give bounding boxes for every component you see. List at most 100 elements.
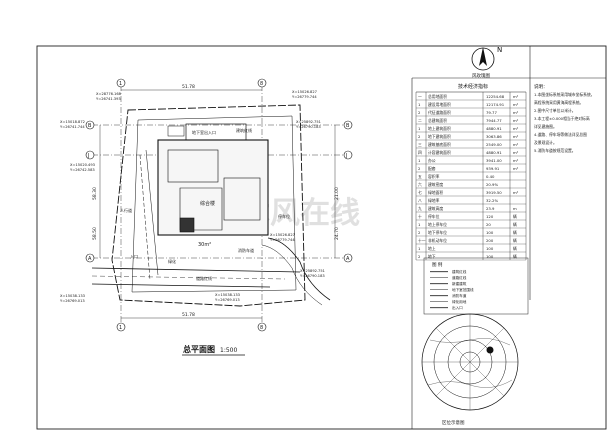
legend-item: 绿化用地 — [452, 299, 467, 304]
table-cell-no: 1 — [418, 158, 421, 163]
table-cell-value: 79.77 — [486, 110, 497, 115]
dim-bottom-text: 51.78 — [182, 312, 195, 318]
table-cell-value: 23.9 — [486, 206, 495, 211]
table-cell-no: 六 — [418, 182, 422, 187]
table-cell-unit: 辆 — [513, 246, 517, 251]
coord-7y: Y=26779.744 — [270, 238, 295, 242]
table-cell-unit: m² — [513, 134, 519, 139]
label-area: 30m² — [198, 242, 211, 248]
table-cell-unit: m² — [513, 102, 519, 107]
table-cell-no: 十一 — [418, 238, 426, 243]
table-cell-unit: 辆 — [513, 222, 517, 227]
notes-block: 1.本图坐标系统采用城市坐标系统，高程系统采用黄海高程系统。2.图中尺寸单位以米… — [534, 92, 595, 153]
table-cell-no: 三 — [418, 142, 422, 147]
north-arrow-icon — [471, 47, 495, 71]
coord-3x: X=15020.493 — [70, 163, 95, 167]
table-cell-name: 地上 — [428, 246, 436, 251]
table-cell-name: 建筑基底面积 — [428, 142, 451, 147]
coord-8x: X=25892.751 — [300, 269, 325, 273]
dim-right-text-2: 24.70 — [334, 227, 340, 240]
coord-5y: Y=26779.744 — [292, 95, 317, 99]
note-line: 3.本工程±0.000相当于绝对标高 — [534, 116, 590, 121]
legend-title: 图 例 — [432, 261, 443, 268]
table-cell-no: 2 — [418, 110, 421, 115]
note-line: 1.本图坐标系统采用城市坐标系统， — [534, 92, 595, 97]
coord-5x: X=15026.827 — [292, 90, 317, 94]
coord-4x: X=15038.133 — [60, 294, 85, 298]
table-cell-no: 1 — [418, 246, 421, 251]
label-upper-annex: 地下室出入口 — [192, 129, 216, 135]
table-cell-no: 八 — [418, 198, 422, 203]
building-wing — [223, 177, 261, 221]
road-bottom-edge — [91, 267, 301, 273]
legend-item: 道路红线 — [452, 275, 467, 280]
table-cell-name: 总建筑面积 — [428, 118, 447, 123]
site-location-marker-icon — [486, 346, 494, 354]
drawing-title: 总平面图 — [183, 344, 215, 354]
table-cell-name: 建设用地面积 — [428, 102, 451, 107]
table-cell-unit: 辆 — [513, 214, 517, 219]
main-building — [157, 139, 269, 236]
table-cell-value: 100 — [486, 230, 494, 235]
axis-label-right-j: J — [345, 153, 347, 159]
table-cell-no: 2 — [418, 134, 421, 139]
table-cell-no: 1 — [418, 222, 421, 227]
note-line: 高程系统采用黄海高程系统。 — [534, 100, 583, 105]
coord-2y: Y=26741.744 — [60, 125, 85, 129]
coord-1x: X=28776.168 — [96, 92, 122, 96]
label-green: 绿化 — [168, 258, 176, 264]
stair-core — [179, 217, 195, 233]
coord-6y: Y=26790.183 — [296, 125, 321, 129]
table-cell-no: 五 — [418, 174, 422, 179]
table-cell-name: 地上停车位 — [428, 222, 447, 227]
label-parking: 停车位 — [278, 213, 290, 219]
table-cell-unit: m — [513, 206, 517, 211]
table-cell-name: 建筑密度 — [428, 182, 443, 187]
table-cell-value: 100 — [486, 246, 494, 251]
table-cell-name: 停车位 — [428, 214, 440, 219]
table-cell-unit: m² — [513, 118, 519, 123]
table-cell-no: 1 — [418, 102, 421, 107]
table-cell-value: 3941.00 — [486, 158, 502, 163]
table-cell-value: 939.91 — [486, 166, 500, 171]
coord-2x: X=15018.872 — [60, 120, 85, 124]
dim-left-text: 58.30 — [92, 187, 98, 200]
notes-title: 说明： — [534, 83, 548, 90]
table-cell-value: 200 — [486, 238, 494, 243]
label-walkway: 人行道 — [120, 207, 132, 213]
table-cell-value: 120 — [486, 214, 494, 219]
table-cell-unit: m² — [513, 126, 519, 131]
table-cell-value: 20.9% — [486, 182, 498, 187]
label-fire-lane: 消防车道 — [238, 247, 254, 253]
table-cell-value: 0.40 — [486, 174, 495, 179]
north-label: N — [497, 46, 502, 54]
label-entry: 入口 — [130, 254, 138, 259]
axis-label-left-a: A — [88, 256, 92, 262]
axis-label-top-8: 8 — [260, 81, 263, 87]
left-fire-lane — [139, 154, 151, 281]
table-cell-no: 1 — [418, 126, 421, 131]
building-setback — [131, 115, 297, 293]
table-cell-value: 4880.91 — [486, 150, 502, 155]
legend-item: 出入口 — [452, 305, 463, 310]
table-cell-name: 总用地面积 — [428, 94, 447, 99]
left-lane-edge — [145, 149, 159, 276]
table-cell-value: 2549.00 — [486, 142, 502, 147]
coord-9y: Y=26769.013 — [215, 298, 240, 302]
upper-annex — [185, 123, 247, 141]
table-cell-no: 2 — [418, 254, 421, 259]
road-centerline — [91, 275, 286, 280]
table-cell-value: 4880.91 — [486, 126, 502, 131]
coord-4y: Y=26769.013 — [60, 299, 85, 303]
table-cell-value: 32.2% — [486, 198, 498, 203]
road-bottom-edge-2 — [91, 283, 271, 288]
table-cell-name: 非机动车位 — [428, 238, 447, 243]
table-cell-name: 地下 — [428, 254, 436, 259]
legend-item: 消防车道 — [452, 293, 467, 298]
axis-label-bottom-1: 1 — [119, 325, 122, 331]
coord-callouts: X=28776.168 Y=26741.393 X=15018.872 Y=26… — [60, 90, 325, 303]
axis-label-top-1: 1 — [119, 81, 122, 87]
